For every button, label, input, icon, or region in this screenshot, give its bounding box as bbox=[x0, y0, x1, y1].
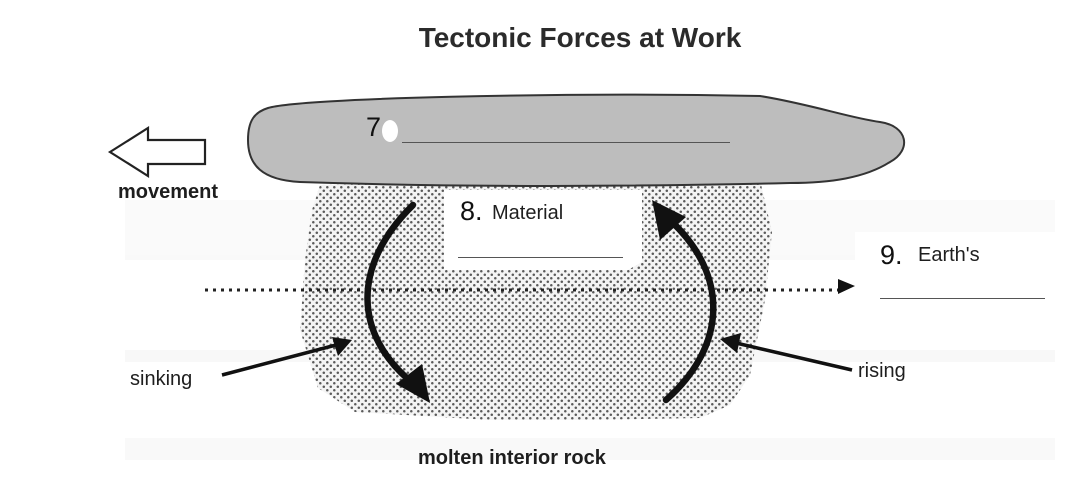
question-9-label: Earth's bbox=[918, 244, 980, 266]
sinking-label: sinking bbox=[130, 368, 193, 390]
rising-curve-arrow bbox=[662, 218, 717, 404]
sinking-curve-arrowhead bbox=[396, 364, 430, 403]
question-9-answer-line[interactable] bbox=[880, 298, 1045, 299]
question-8-label: Material bbox=[492, 202, 564, 224]
rising-pointer-head bbox=[720, 333, 741, 353]
movement-arrow-icon bbox=[107, 126, 207, 178]
question-7-marker bbox=[382, 120, 398, 142]
rising-pointer-line bbox=[735, 341, 853, 372]
sinking-curve-arrow bbox=[364, 201, 419, 389]
convection-region bbox=[300, 180, 772, 420]
earths-dotted-arrowhead bbox=[838, 279, 855, 294]
sinking-pointer-line bbox=[221, 343, 337, 377]
question-9-number: 9. bbox=[880, 240, 903, 270]
sinking-pointer-head bbox=[332, 337, 352, 356]
question-8-number: 8. bbox=[460, 196, 483, 226]
diagram-title: Tectonic Forces at Work bbox=[418, 22, 742, 53]
rising-label: rising bbox=[858, 360, 906, 382]
question-8-answer-line[interactable] bbox=[458, 257, 623, 258]
question-7-number: 7 bbox=[366, 112, 382, 142]
tectonic-plate bbox=[246, 93, 906, 187]
question-7-answer-line[interactable] bbox=[402, 142, 730, 143]
material-label-box bbox=[444, 190, 642, 270]
rising-curve-arrowhead bbox=[652, 200, 686, 240]
molten-rock-label: molten interior rock bbox=[418, 447, 606, 469]
movement-label: movement bbox=[118, 181, 219, 203]
